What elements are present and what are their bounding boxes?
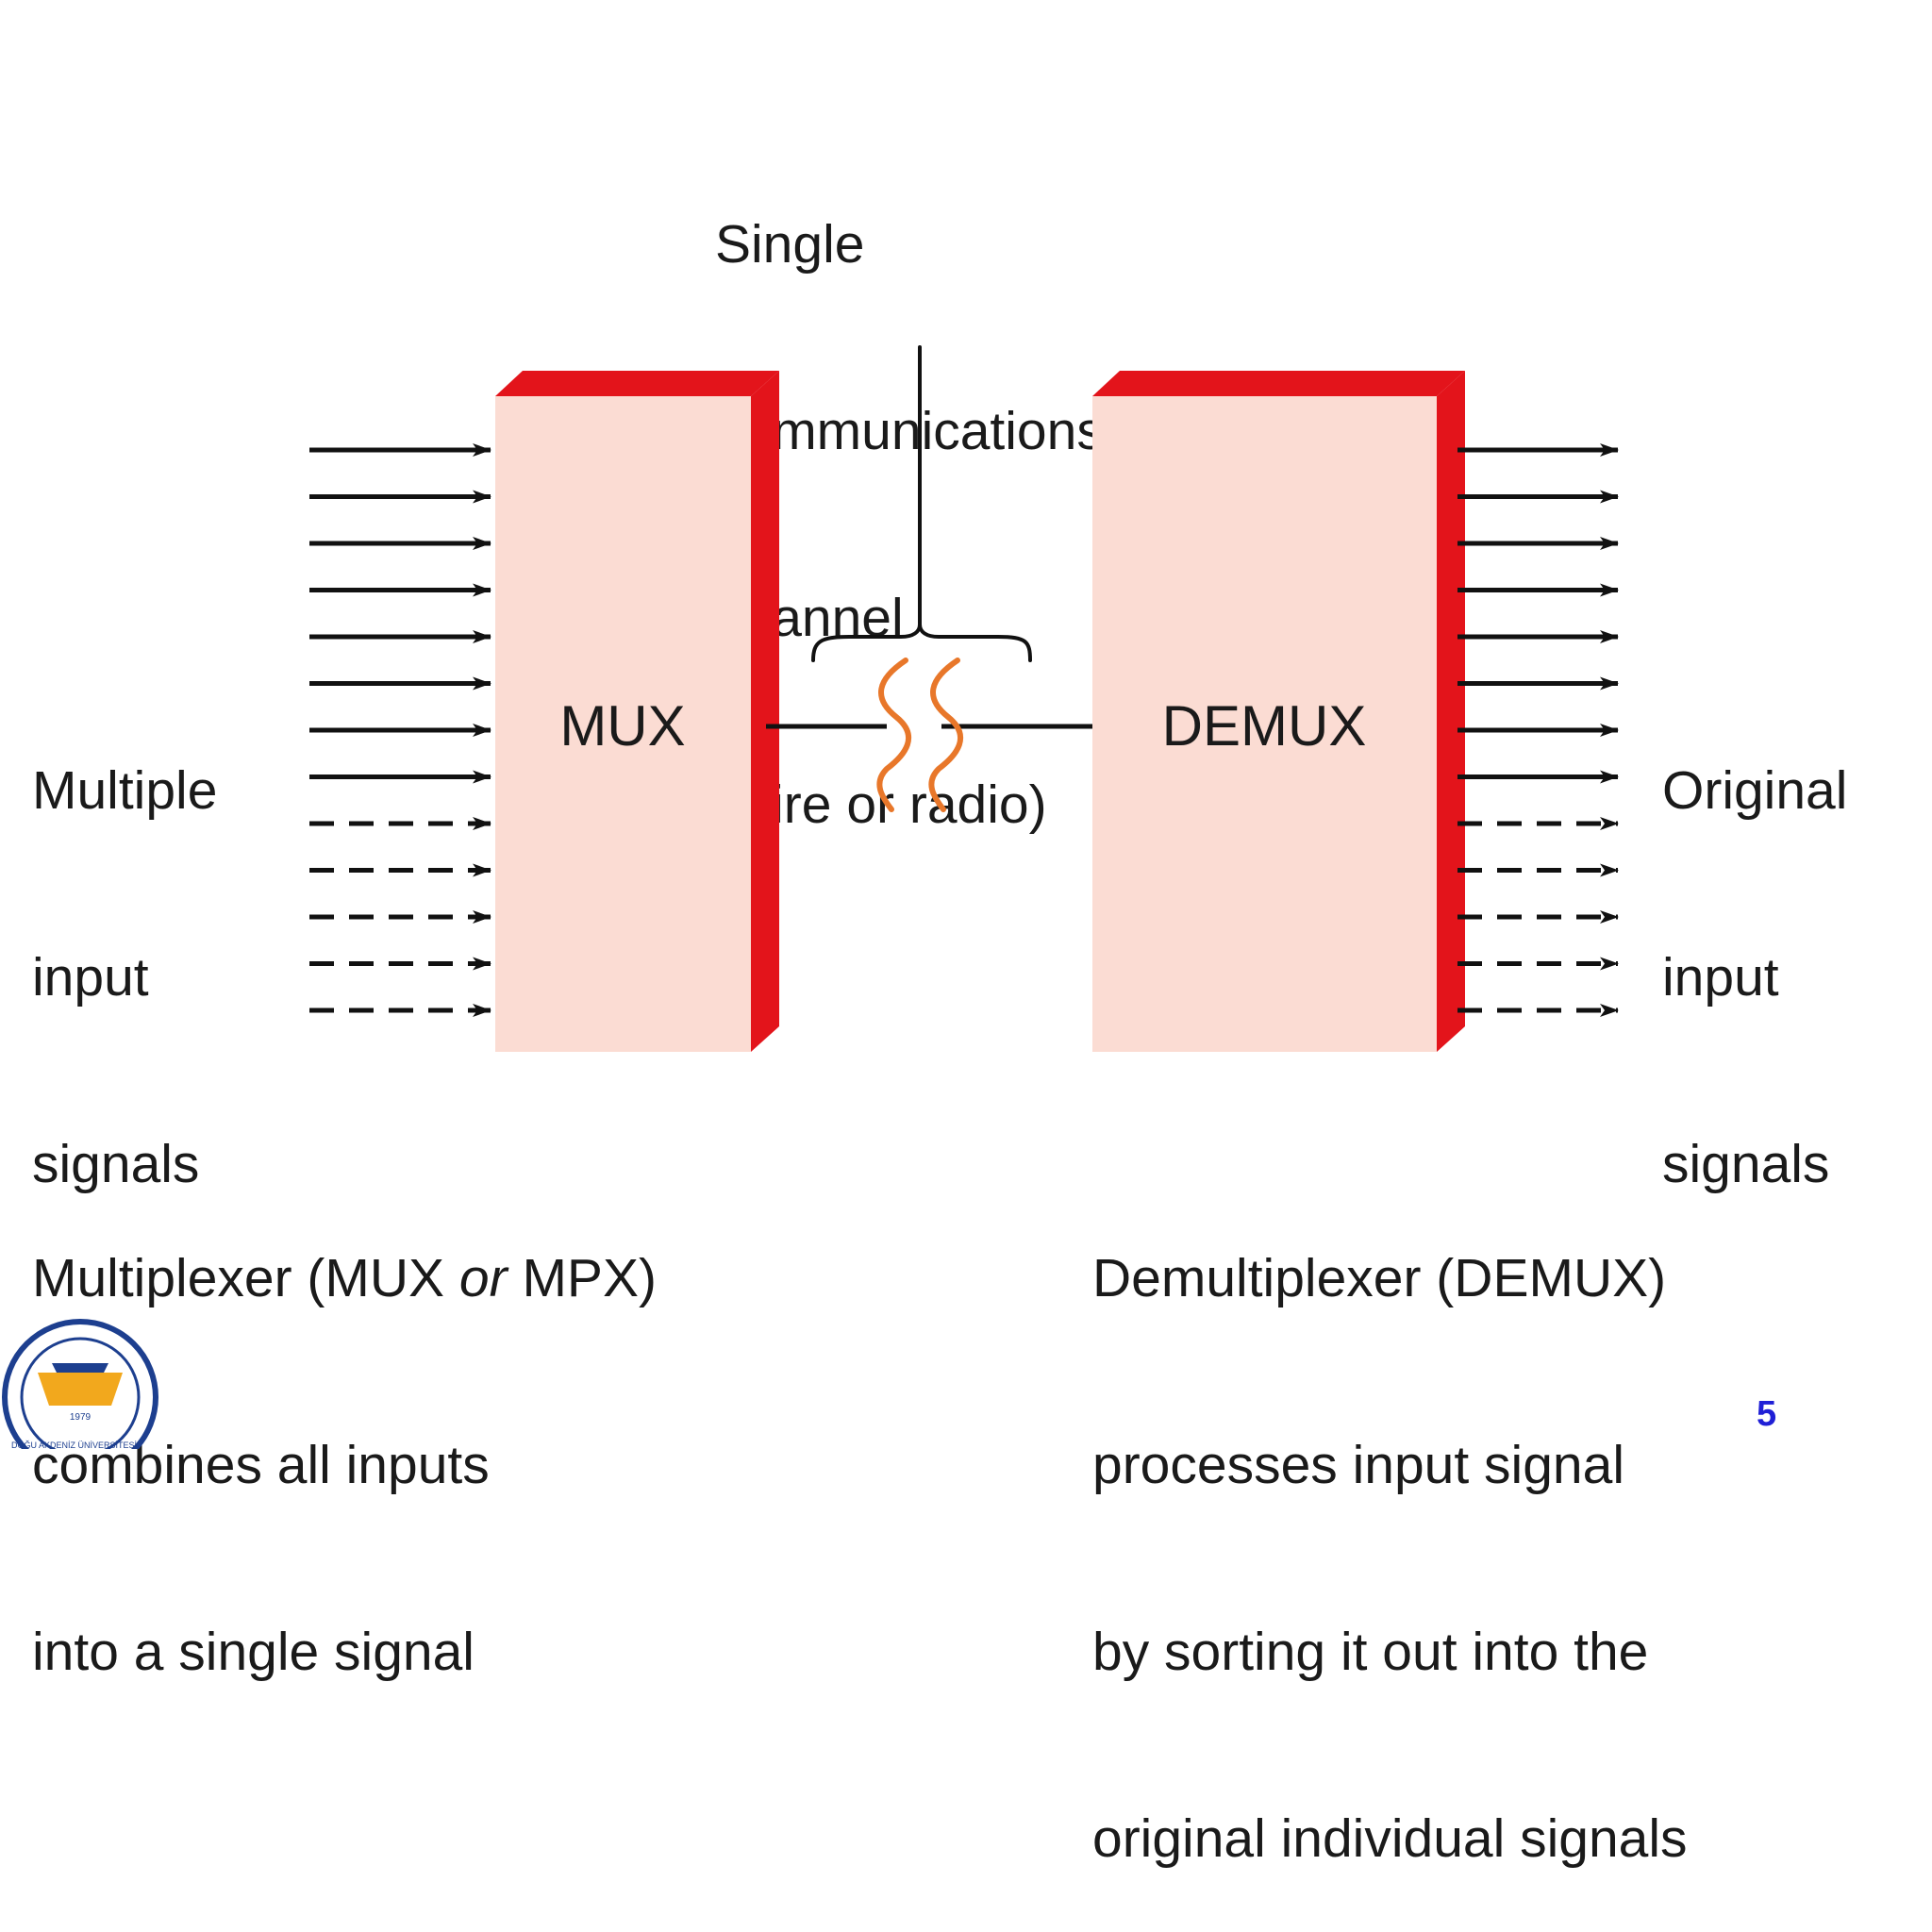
output-signals-label: Original input signals [1662, 635, 1847, 1257]
output-signals-label-line: signals [1662, 1134, 1830, 1194]
channel-label-line: Single [715, 214, 865, 275]
output-signals-label-line: Original [1662, 760, 1848, 821]
brace-curve [811, 624, 1032, 662]
input-signals-label: Multiple input signals [32, 635, 217, 1257]
wave-left [876, 658, 912, 812]
demux-front-face [1092, 396, 1437, 1052]
demux-caption-line: Demultiplexer (DEMUX) [1092, 1248, 1667, 1308]
mux-label: MUX [559, 694, 685, 758]
wave-right [928, 658, 964, 812]
output-arrows [1457, 443, 1619, 1017]
input-arrows [309, 443, 491, 1017]
seal-text: 1979 [70, 1412, 92, 1423]
mux-block: MUX [495, 371, 779, 1052]
mux-front-face [495, 396, 751, 1052]
channel-brace [811, 345, 1032, 662]
university-seal-icon: 1979 DOĞU AKDENİZ ÜNİVERSİTESİ [2, 1319, 158, 1449]
demux-caption: Demultiplexer (DEMUX) processes input si… [1092, 1123, 1688, 1932]
demux-caption-line: original individual signals [1092, 1808, 1688, 1869]
input-signals-label-line: signals [32, 1134, 200, 1194]
input-signals-label-line: input [32, 947, 149, 1008]
demux-caption-line: by sorting it out into the [1092, 1622, 1649, 1682]
demux-label: DEMUX [1162, 694, 1367, 758]
demux-caption-line: processes input signal [1092, 1435, 1624, 1495]
input-signals-label-line: Multiple [32, 760, 218, 821]
mux-caption-text: MPX) [507, 1248, 657, 1308]
demux-top-edge [1092, 371, 1465, 396]
mux-caption-line: into a single signal [32, 1622, 475, 1682]
channel-label-line: communications [715, 401, 1104, 461]
page-number: 5 [1757, 1394, 1777, 1434]
radio-wave-icon [876, 658, 964, 812]
mux-top-edge [495, 371, 779, 396]
mux-demux-diagram: MUX DEMUX [309, 345, 1619, 1052]
mux-side-edge [751, 371, 779, 1052]
demux-block: DEMUX [1092, 371, 1465, 1052]
seal-ring-text: DOĞU AKDENİZ ÜNİVERSİTESİ [11, 1441, 137, 1449]
demux-side-edge [1437, 371, 1465, 1052]
mux-caption-text: Multiplexer (MUX [32, 1248, 459, 1308]
mux-caption-line: Multiplexer (MUX or MPX) [32, 1247, 657, 1309]
output-signals-label-line: input [1662, 947, 1779, 1008]
mux-caption-or: or [458, 1248, 508, 1308]
